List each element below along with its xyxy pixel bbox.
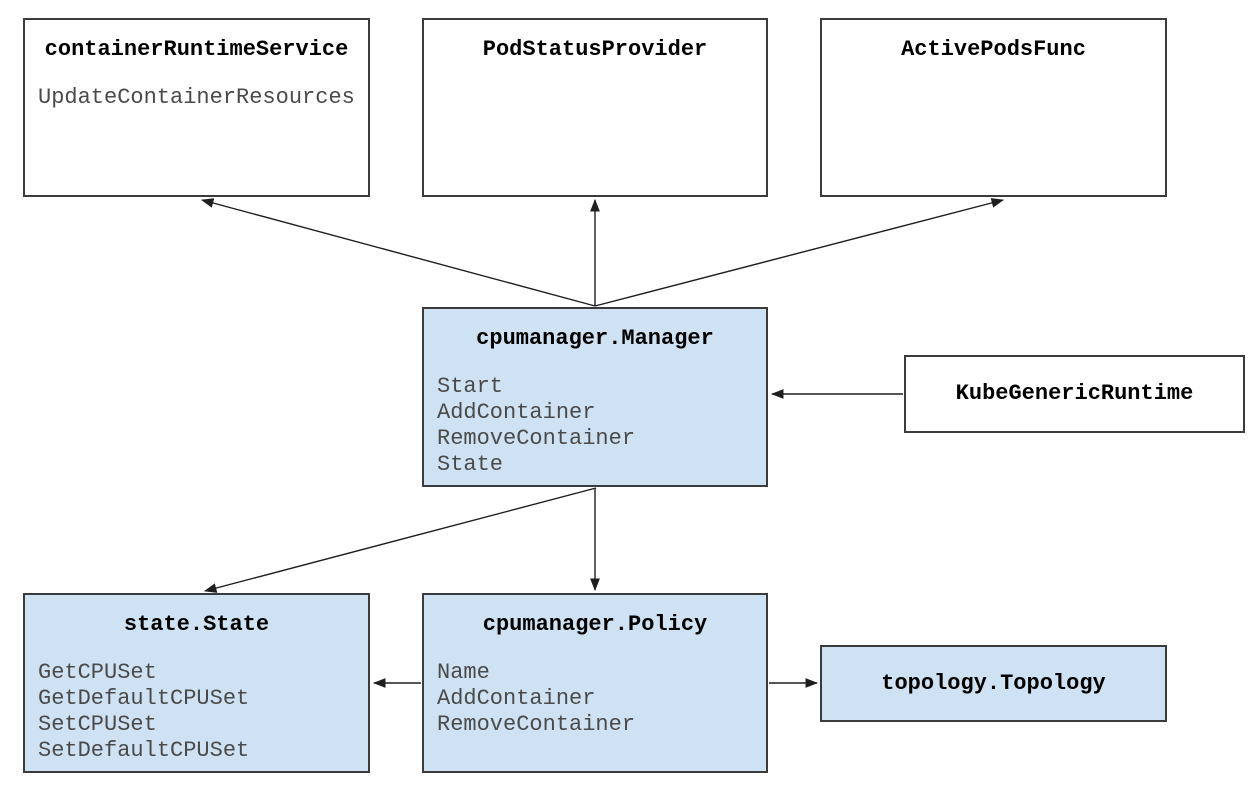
node-methods-cpumanager-policy: Name AddContainer RemoveContainer: [437, 660, 636, 737]
edge-cpumanager-manager-to-active-pods-func: [594, 198, 1005, 307]
edge-cpumanager-manager-to-state-state: [203, 487, 597, 593]
node-title-active-pods-func: ActivePodsFunc: [901, 37, 1086, 62]
node-methods-state-state: GetCPUSet GetDefaultCPUSet SetCPUSet Set…: [38, 660, 250, 763]
node-title-state-state: state.State: [123, 612, 270, 637]
node-active-pods-func: ActivePodsFunc: [820, 18, 1167, 197]
node-title-topology-topology: topology.Topology: [881, 670, 1106, 696]
node-pod-status-provider: PodStatusProvider: [422, 18, 768, 197]
node-title-cpumanager-policy: cpumanager.Policy: [482, 612, 708, 637]
node-methods-container-runtime-service: UpdateContainerResources: [38, 85, 355, 110]
node-title-kube-generic-runtime: KubeGenericRuntime: [955, 381, 1194, 406]
node-title-container-runtime-service: containerRuntimeService: [44, 37, 349, 62]
node-kube-generic-runtime: KubeGenericRuntime: [904, 355, 1245, 433]
node-title-cpumanager-manager: cpumanager.Manager: [476, 326, 714, 351]
node-topology-topology: topology.Topology: [820, 645, 1167, 722]
node-methods-cpumanager-manager: Start AddContainer RemoveContainer State: [437, 374, 636, 477]
node-title-pod-status-provider: PodStatusProvider: [482, 37, 708, 62]
edge-cpumanager-manager-to-container-runtime-service: [200, 198, 596, 307]
